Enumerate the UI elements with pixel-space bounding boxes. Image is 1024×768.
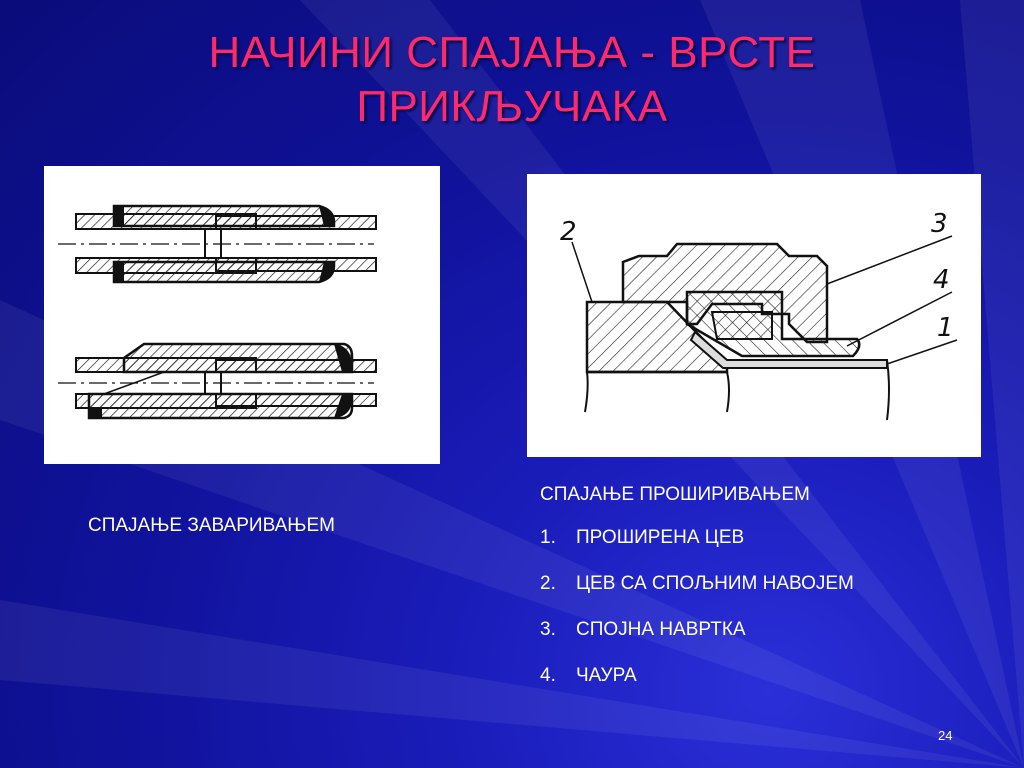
label-2: 2	[560, 217, 577, 247]
expanded-weld-joint	[58, 342, 377, 420]
expansion-caption: СПАЈАЊЕ ПРОШИРИВАЊЕМ	[540, 484, 810, 505]
welded-joint-drawing	[44, 166, 440, 464]
legend-number: 4.	[540, 665, 556, 686]
legend-text: ЦЕВ СА СПОЉНИМ НАВОЈЕМ	[576, 573, 854, 594]
flare-fitting-drawing: 2 3 4 1	[527, 174, 981, 457]
legend-number: 3.	[540, 619, 556, 640]
legend-item: 2. ЦЕВ СА СПОЉНИМ НАВОЈЕМ	[540, 572, 854, 618]
title-line-1: НАЧИНИ СПАЈАЊА - ВРСТЕ	[208, 28, 816, 77]
legend-number: 1.	[540, 527, 556, 548]
sleeve-weld-joint	[58, 204, 377, 284]
legend-item: 3. СПОЈНА НАВРТКА	[540, 618, 854, 664]
label-3: 3	[931, 209, 948, 239]
label-4: 4	[933, 265, 950, 295]
parts-legend: 1. ПРОШИРЕНА ЦЕВ 2. ЦЕВ СА СПОЉНИМ НАВОЈЕМ…	[540, 526, 854, 710]
legend-item: 1. ПРОШИРЕНА ЦЕВ	[540, 526, 854, 572]
legend-text: ЧАУРА	[576, 665, 637, 686]
label-1: 1	[937, 313, 954, 343]
legend-text: СПОЈНА НАВРТКА	[576, 619, 746, 640]
page-number: 24	[938, 728, 953, 743]
welding-caption: СПАЈАЊЕ ЗАВАРИВАЊЕМ	[88, 515, 335, 536]
title-line-2: ПРИКЉУЧАКА	[356, 82, 668, 131]
legend-number: 2.	[540, 573, 556, 594]
legend-item: 4. ЧАУРА	[540, 664, 854, 710]
legend-text: ПРОШИРЕНА ЦЕВ	[576, 527, 745, 548]
slide-title: НАЧИНИ СПАЈАЊА - ВРСТЕ ПРИКЉУЧАКА	[0, 26, 1024, 134]
